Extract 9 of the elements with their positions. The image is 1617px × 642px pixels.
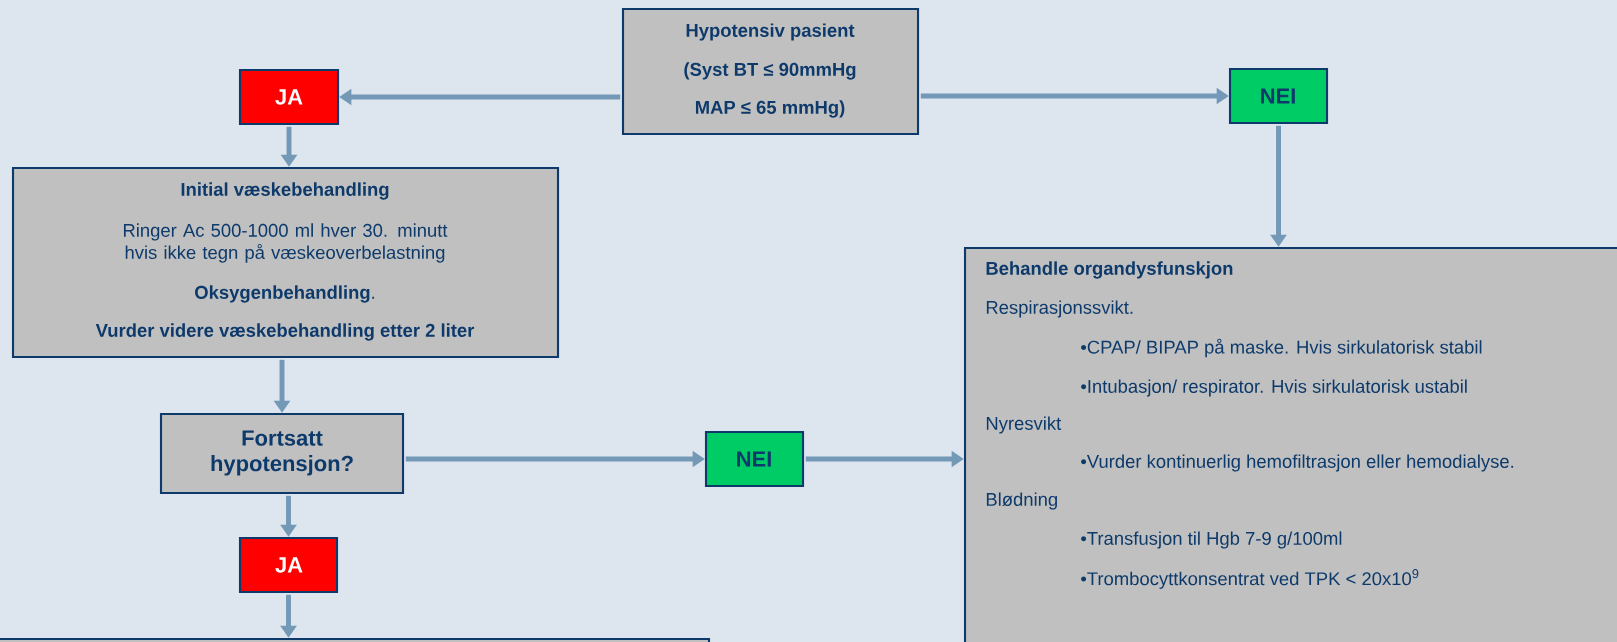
process-box	[0, 637, 711, 642]
no-box: NEI	[704, 430, 805, 488]
yes-box: JA	[238, 68, 340, 126]
decision-box: Fortsatt hypotensjon?	[159, 412, 405, 495]
start-box: Hypotensiv pasient (Syst BT ≤ 90mmHg MAP ≤ 65 mmHg)	[621, 7, 920, 136]
no-box: NEI	[1228, 67, 1329, 125]
process-box: Initial væskebehandling Ringer Ac 500-1000 ml hver 30. minutt hvis ikke tegn på væskeoverbelastning Oksygenbehandling. Vurder videre væskebehandling etter 2 liter	[11, 166, 560, 359]
process-box: Behandle organdysfunskjon Respirasjonssvikt. •CPAP/ BIPAP på maske. Hvis sirkulatorisk stabil •Intubasjon/ respirator. Hvis sirkulatorisk ustabil Nyresvikt •Vurder kontinuerlig hemofiltrasjon eller hemodialyse. Blødning •Transfusjon til Hgb 7-9 g/100ml •Trombocyttkonsentrat ved TPK < 20x10$^{9}$	[963, 246, 1617, 642]
yes-box: JA	[238, 536, 339, 594]
